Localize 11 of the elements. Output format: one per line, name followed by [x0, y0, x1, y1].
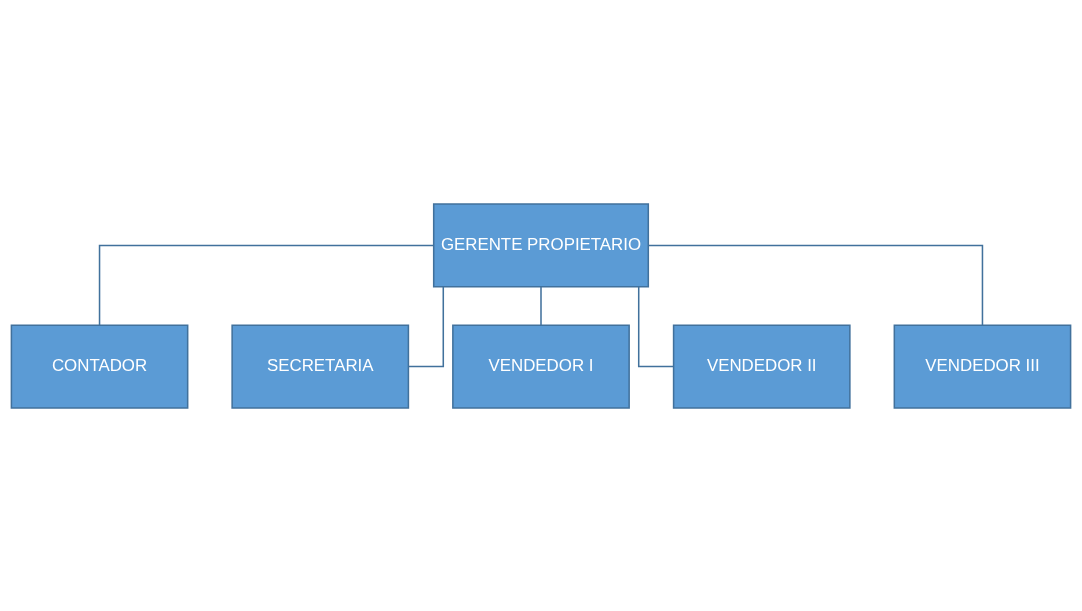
connector [98, 244, 435, 326]
node-box: CONTADOR [10, 323, 189, 409]
node-box: SECRETARIA [231, 323, 410, 409]
node-box: GERENTE PROPIETARIO [432, 202, 650, 288]
connector [647, 244, 984, 326]
node-box: VENDEDOR III [893, 323, 1072, 409]
node-box: VENDEDOR I [452, 323, 630, 409]
node-box: VENDEDOR II [672, 323, 851, 409]
connector [407, 285, 445, 367]
connector [540, 285, 542, 326]
connector [637, 285, 675, 367]
